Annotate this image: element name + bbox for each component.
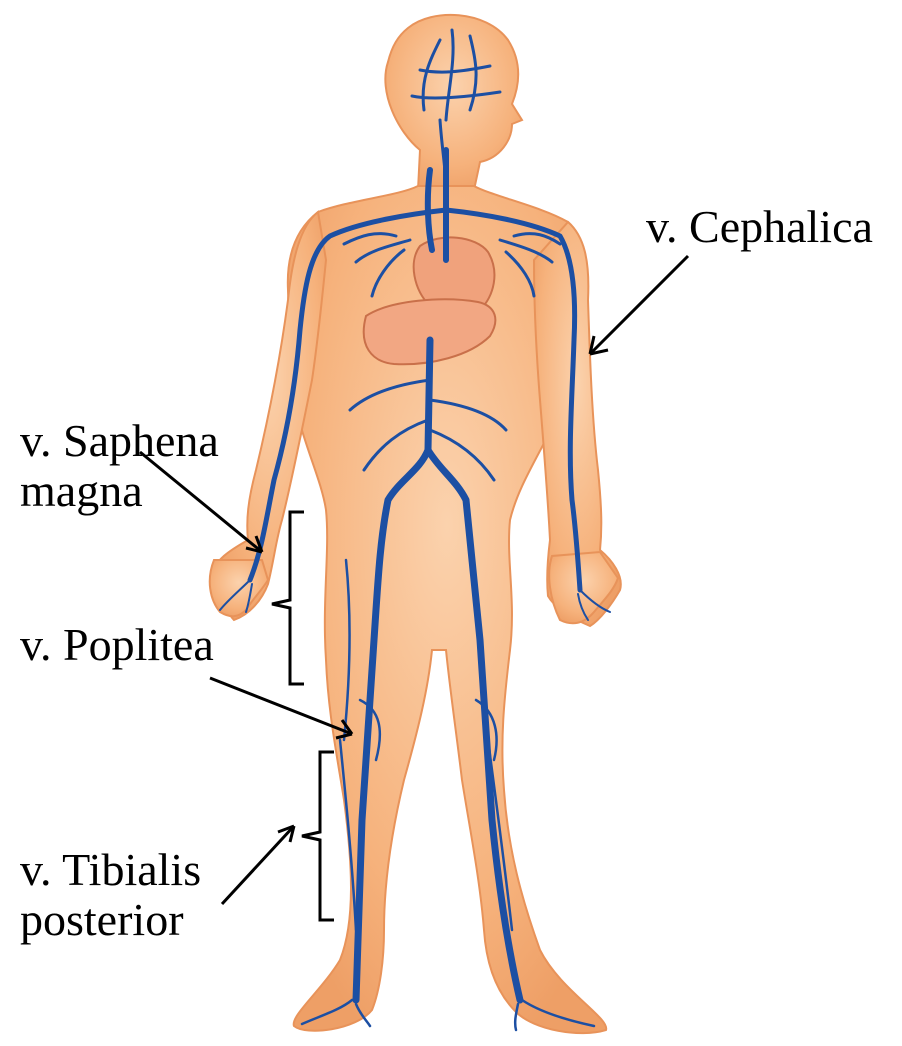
label-poplitea-line-1: v. Poplitea — [20, 620, 214, 670]
label-saphena-line-2: magna — [20, 466, 219, 516]
cephalica-arrow — [590, 256, 688, 354]
label-tibialis-line-1: v. Tibialis — [20, 845, 201, 895]
body-silhouette — [210, 15, 621, 1033]
label-cephalica: v. Cephalica — [646, 202, 873, 252]
label-tibialis-posterior: v. Tibialis posterior — [20, 845, 201, 945]
label-saphena-magna: v. Saphena magna — [20, 416, 219, 516]
hand-left-side — [210, 560, 268, 616]
label-tibialis-line-2: posterior — [20, 895, 201, 945]
tibialis-bracket — [302, 752, 334, 920]
label-poplitea: v. Poplitea — [20, 620, 214, 670]
label-cephalica-line-1: v. Cephalica — [646, 202, 873, 252]
tibialis-arrow — [222, 826, 294, 904]
label-saphena-line-1: v. Saphena — [20, 416, 219, 466]
